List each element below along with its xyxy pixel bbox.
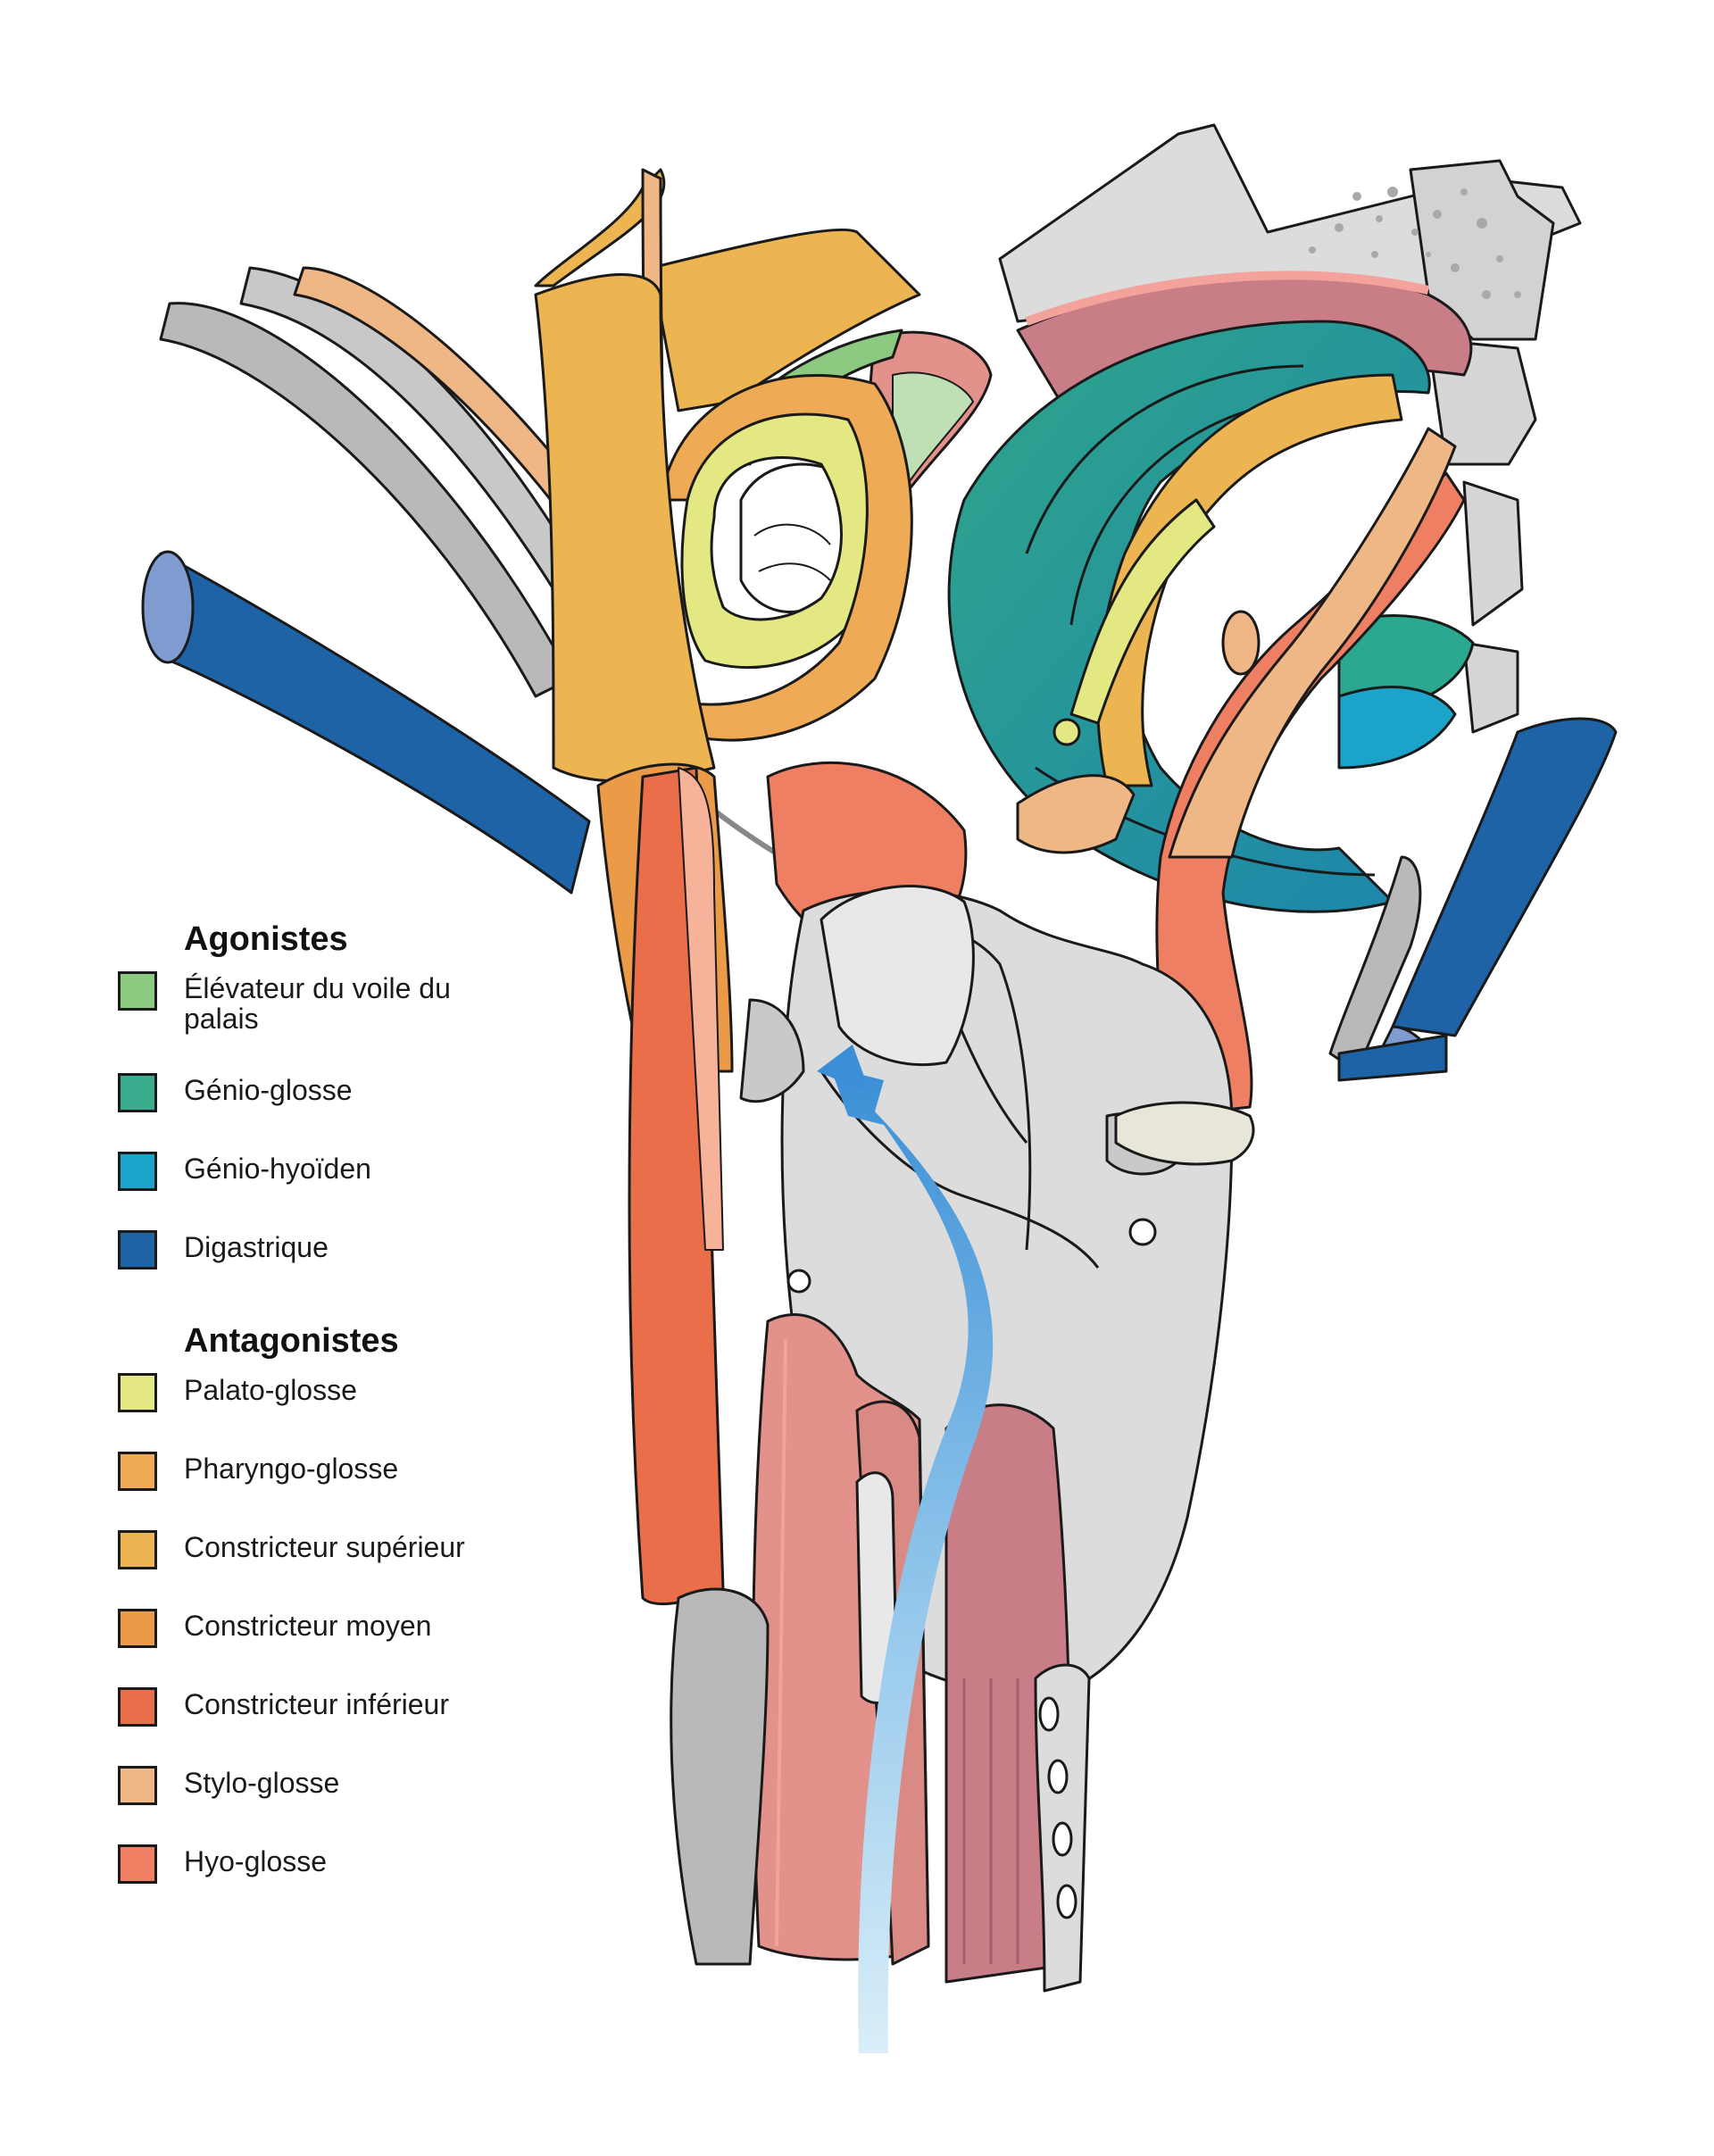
legend-item-agonist: Génio-glosse [118,1073,582,1112]
epiglottis [820,885,975,1067]
legend-label: Constricteur inférieur [184,1688,449,1720]
digastric-vessel-left [159,552,591,895]
trachea [944,1403,1091,1993]
legend-item-antagonist: Constricteur inférieur [118,1687,582,1727]
legend-heading-antagonists: Antagonistes [184,1322,399,1360]
legend-heading-agonists: Agonistes [184,920,348,958]
legend-swatch [118,1609,157,1648]
legend-item-agonist: Élévateur du voile du palais [118,971,582,1034]
legend-label: Constricteur moyen [184,1610,432,1642]
styloid-process-right [1328,855,1422,1073]
legend-item-antagonist: Constricteur moyen [118,1609,582,1648]
legend-swatch [118,971,157,1011]
legend-label: Hyo-glosse [184,1845,328,1877]
legend-item-antagonist: Stylo-glosse [118,1766,582,1805]
legend-label: Stylo-glosse [184,1767,340,1799]
legend-label: Constricteur supérieur [184,1531,465,1563]
legend-swatch [118,1844,157,1884]
constrictor-superior [650,228,921,412]
legend-label: Génio-hyoïden [184,1153,371,1185]
legend-label: Digastrique [184,1231,329,1263]
stylo-glosse-strand [1168,427,1457,859]
legend-swatch [118,1766,157,1805]
legend-item-agonist: Génio-hyoïden [118,1152,582,1191]
airflow-arrow [817,1045,994,2053]
legend-label: Élévateur du voile du palais [184,972,451,1035]
legend-swatch [118,1373,157,1412]
legend-swatch [118,1073,157,1112]
legend-label: Génio-glosse [184,1074,353,1106]
legend-swatch [118,1452,157,1491]
legend-item-antagonist: Pharyngo-glosse [118,1452,582,1491]
legend-item-antagonist: Hyo-glosse [118,1844,582,1884]
legend-item-antagonist: Palato-glosse [118,1373,582,1412]
legend-swatch [118,1152,157,1191]
legend-swatch [118,1230,157,1269]
legend-swatch [118,1687,157,1727]
legend-item-agonist: Digastrique [118,1230,582,1269]
legend-label: Palato-glosse [184,1374,357,1406]
legend-item-antagonist: Constricteur supérieur [118,1530,582,1569]
cricoid-lower [670,1587,770,1966]
legend-label: Pharyngo-glosse [184,1453,399,1485]
legend-swatch [118,1530,157,1569]
digastric-vessel-right [1391,717,1618,1037]
